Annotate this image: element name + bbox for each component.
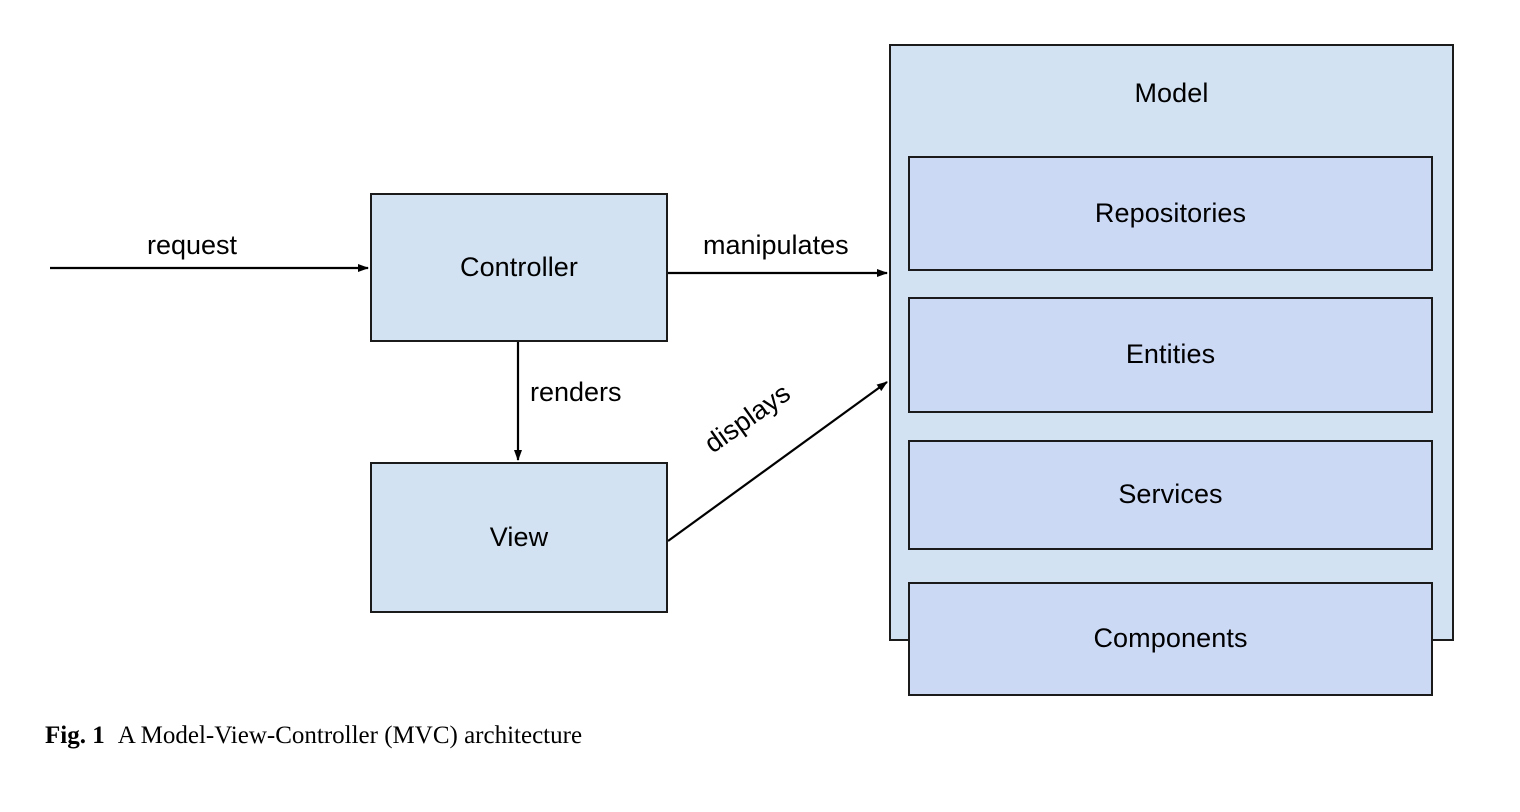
node-controller-label: Controller (459, 251, 579, 282)
node-model-label: Model (1134, 78, 1209, 108)
node-repositories[interactable]: Repositories (908, 156, 1433, 271)
figure-caption-tag: Fig. 1 (45, 722, 105, 749)
node-controller[interactable]: Controller (370, 193, 668, 342)
node-view-label: View (489, 521, 549, 552)
node-services[interactable]: Services (908, 440, 1433, 550)
figure-caption: Fig. 1 A Model-View-Controller (MVC) arch… (45, 722, 582, 750)
node-services-label: Services (1118, 479, 1223, 510)
node-repositories-label: Repositories (1094, 197, 1247, 228)
edge-displays-arrow (667, 381, 888, 542)
edge-label-renders: renders (530, 377, 622, 407)
node-components[interactable]: Components (908, 582, 1433, 696)
node-entities-label: Entities (1125, 339, 1216, 370)
figure-caption-text: A Model-View-Controller (MVC) architectu… (117, 722, 583, 749)
node-entities[interactable]: Entities (908, 297, 1433, 413)
edge-label-request: request (147, 230, 238, 260)
node-components-label: Components (1093, 623, 1248, 654)
edge-label-manipulates: manipulates (703, 230, 849, 260)
node-view[interactable]: View (370, 462, 668, 613)
